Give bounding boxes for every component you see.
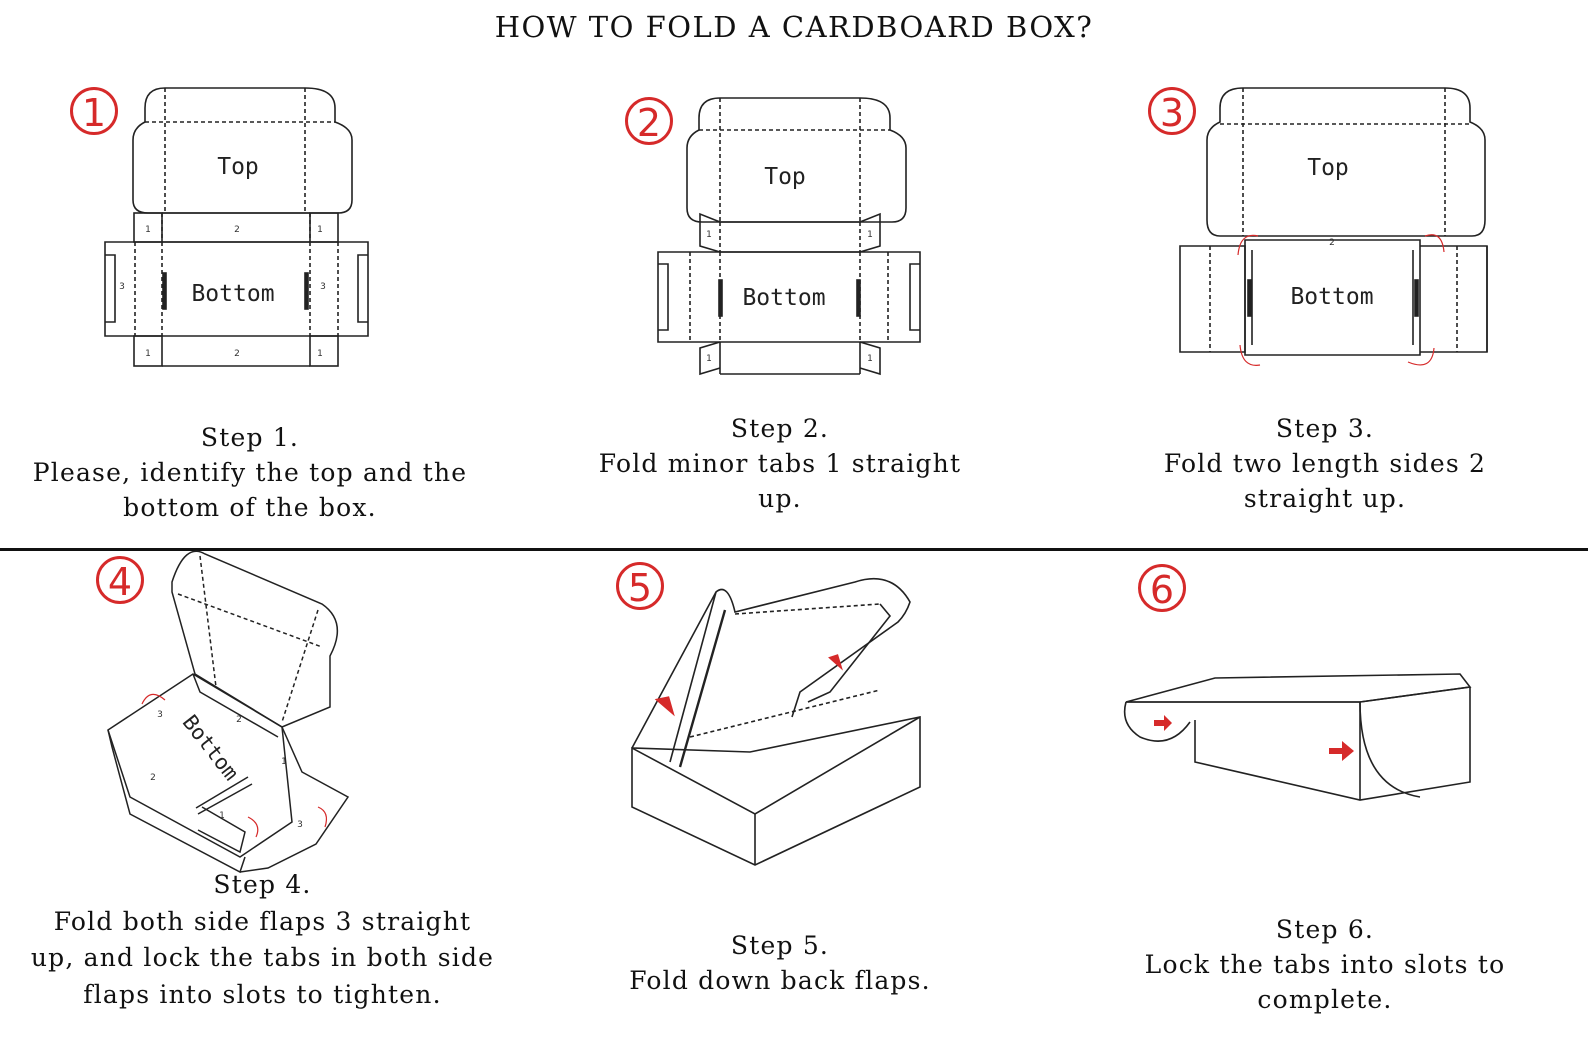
tab-3-label: 3 xyxy=(297,820,303,830)
tab-1-label: 1 xyxy=(281,757,287,767)
bottom-label: Bottom xyxy=(191,281,274,307)
step-1-text: Please, identify the top and the bottom … xyxy=(32,458,468,522)
tab-1-label: 1 xyxy=(219,811,225,821)
tab-1-label: 1 xyxy=(317,349,323,359)
step-1-panel: 1 Top Bottom 1 1 2 xyxy=(0,0,530,545)
tab-2-label: 2 xyxy=(236,715,242,725)
step-5-number-badge: 5 xyxy=(616,562,664,610)
top-label: Top xyxy=(217,154,259,180)
step-4-panel: 4 Bottom 3 2 2 1 1 3 Step 4. Fold both s… xyxy=(0,550,530,1058)
step-1-caption: Step 1. Please, identify the top and the… xyxy=(30,420,470,525)
tab-1-label: 1 xyxy=(706,230,712,240)
step-6-text: Lock the tabs into slots to complete. xyxy=(1144,950,1506,1014)
step-2-box-diagram: Top Bottom 1 1 1 1 xyxy=(657,97,921,376)
step-6-panel: 6 Step 6. Lock the tabs into slots to co… xyxy=(1060,552,1588,1058)
step-5-heading: Step 5. xyxy=(730,931,830,960)
step-2-number-badge: 2 xyxy=(625,97,673,145)
step-3-number-badge: 3 xyxy=(1148,87,1196,135)
bottom-label: Bottom xyxy=(178,710,244,785)
step-4-number-badge: 4 xyxy=(96,556,144,604)
step-2-panel: 2 Top Bottom 1 1 1 1 xyxy=(530,0,1060,545)
step-2-heading: Step 2. xyxy=(730,414,830,443)
step-6-caption: Step 6. Lock the tabs into slots to comp… xyxy=(1120,912,1530,1017)
top-label: Top xyxy=(1307,155,1349,181)
tab-1-label: 1 xyxy=(145,349,151,359)
bottom-label: Bottom xyxy=(1290,284,1373,310)
step-3-text: Fold two length sides 2 straight up. xyxy=(1163,449,1487,513)
tab-3-label: 3 xyxy=(119,282,125,292)
tab-1-label: 1 xyxy=(867,354,873,364)
step-6-heading: Step 6. xyxy=(1275,915,1375,944)
step-5-box-diagram xyxy=(631,578,921,866)
tab-3-label: 3 xyxy=(157,710,163,720)
tab-1-label: 1 xyxy=(867,230,873,240)
step-4-heading: Step 4. xyxy=(213,870,312,899)
tab-1-label: 1 xyxy=(706,354,712,364)
step-3-box-diagram: Top Bottom 2 xyxy=(1179,87,1488,366)
step-5-text: Fold down back flaps. xyxy=(629,966,931,995)
section-divider xyxy=(0,548,1588,551)
step-4-text: Fold both side flaps 3 straight up, and … xyxy=(30,906,495,1009)
step-3-caption: Step 3. Fold two length sides 2 straight… xyxy=(1120,411,1530,516)
bottom-label: Bottom xyxy=(742,285,825,311)
tab-2-label: 2 xyxy=(234,225,240,235)
step-2-text: Fold minor tabs 1 straight up. xyxy=(598,449,962,513)
top-label: Top xyxy=(764,164,806,190)
tab-1-label: 1 xyxy=(317,225,323,235)
tab-2-label: 2 xyxy=(150,773,156,783)
step-1-number-badge: 1 xyxy=(70,87,118,135)
step-3-panel: 3 Top Bottom 2 Step 3. Fold two xyxy=(1060,0,1588,545)
tab-1-label: 1 xyxy=(145,225,151,235)
page-title: HOW TO FOLD A CARDBOARD BOX? xyxy=(494,10,1094,44)
step-1-box-diagram: Top Bottom 1 1 2 3 3 1 1 2 xyxy=(104,87,369,367)
step-6-box-diagram xyxy=(1123,673,1472,801)
tab-3-label: 3 xyxy=(320,282,326,292)
step-4-caption: Step 4. Fold both side flaps 3 straight … xyxy=(30,867,495,1013)
tab-2-label: 2 xyxy=(1329,238,1335,248)
step-5-panel: 5 Step 5. Fold down back flaps. xyxy=(530,552,1060,1058)
step-4-box-diagram: Bottom 3 2 2 1 1 3 xyxy=(107,550,350,874)
tab-2-label: 2 xyxy=(234,349,240,359)
step-1-heading: Step 1. xyxy=(200,423,300,452)
step-2-caption: Step 2. Fold minor tabs 1 straight up. xyxy=(580,411,980,516)
step-6-number-badge: 6 xyxy=(1138,564,1186,612)
step-3-heading: Step 3. xyxy=(1275,414,1375,443)
step-5-caption: Step 5. Fold down back flaps. xyxy=(580,928,980,998)
